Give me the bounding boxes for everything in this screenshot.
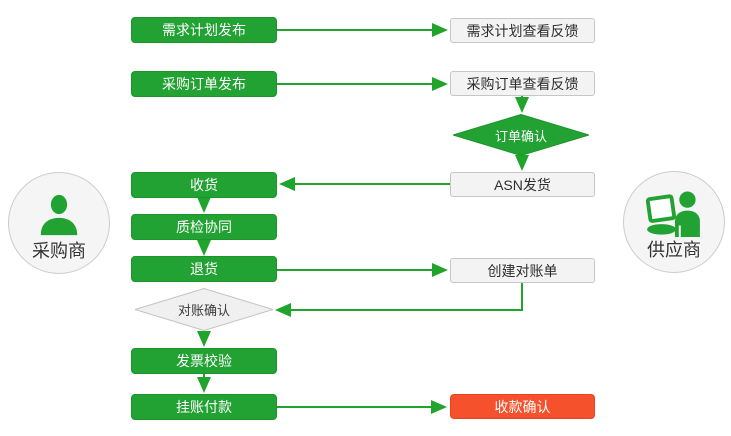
person-laptop-icon (645, 186, 703, 238)
node-label: 需求计划发布 (162, 22, 246, 38)
node-label: 退货 (190, 261, 218, 277)
node-label: 对账确认 (177, 303, 230, 318)
node-payment-on-account: 挂账付款 (131, 394, 277, 420)
person-icon (36, 187, 82, 239)
node-label: 需求计划查看反馈 (466, 22, 579, 39)
node-purchase-order-publish: 采购订单发布 (131, 71, 277, 97)
node-label: 收货 (190, 177, 218, 193)
node-label: 采购订单发布 (162, 76, 246, 92)
node-return-goods: 退货 (131, 256, 277, 282)
node-demand-plan-publish: 需求计划发布 (131, 17, 277, 43)
actor-buyer: 采购商 (8, 172, 110, 274)
node-label: 收款确认 (494, 398, 551, 415)
node-receive-goods: 收货 (131, 172, 277, 198)
node-reconciliation-confirm: 对账确认 (135, 288, 273, 331)
actor-supplier: 供应商 (623, 171, 725, 273)
actor-supplier-label: 供应商 (647, 239, 701, 260)
node-create-reconciliation: 创建对账单 (450, 258, 595, 283)
node-label: 订单确认 (494, 128, 547, 144)
node-label: 发票校验 (176, 353, 232, 369)
node-demand-plan-feedback: 需求计划查看反馈 (450, 18, 595, 43)
node-payment-receipt-confirm: 收款确认 (450, 394, 595, 419)
node-purchase-order-feedback: 采购订单查看反馈 (450, 71, 595, 96)
node-asn-shipping: ASN发货 (450, 172, 595, 197)
arrow-create-reconciliation-to-confirm (275, 283, 523, 317)
node-invoice-verification: 发票校验 (131, 348, 277, 374)
node-order-confirm: 订单确认 (453, 114, 589, 156)
node-label: 挂账付款 (176, 399, 232, 415)
node-label: 采购订单查看反馈 (466, 75, 579, 92)
node-quality-inspection: 质检协同 (131, 214, 277, 240)
node-label: 创建对账单 (487, 262, 558, 279)
actor-buyer-label: 采购商 (32, 240, 86, 261)
node-label: ASN发货 (494, 176, 551, 193)
node-label: 质检协同 (176, 219, 232, 235)
